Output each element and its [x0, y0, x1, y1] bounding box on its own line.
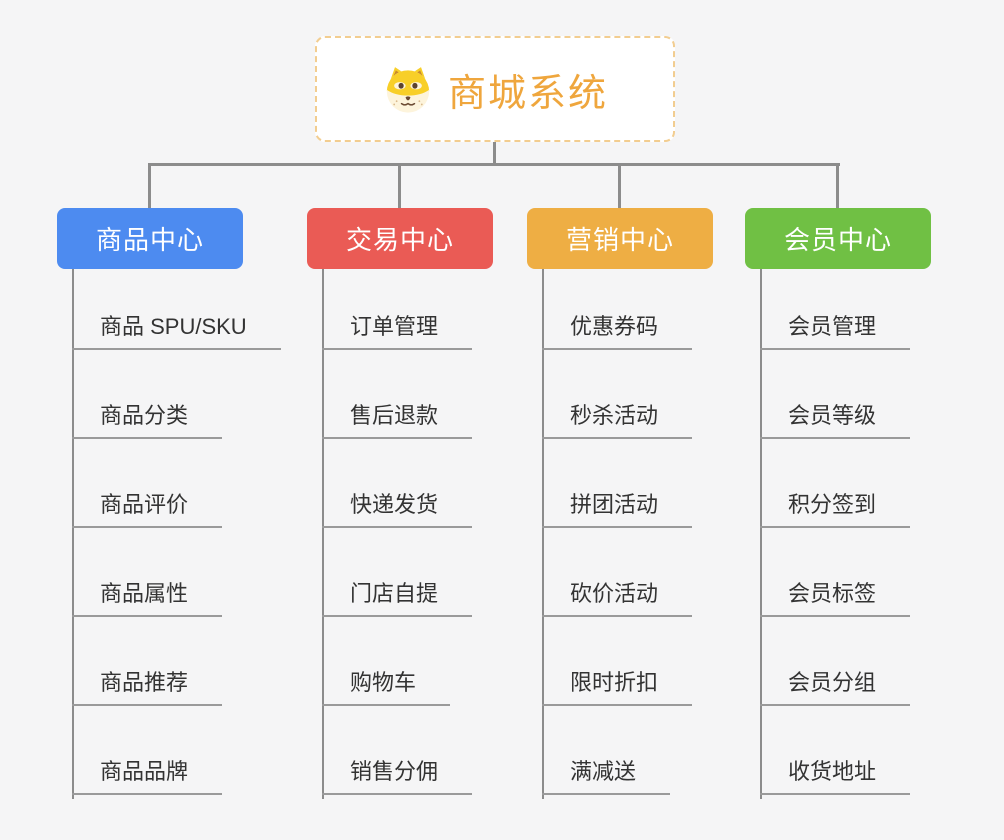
leaf-node[interactable]: 销售分佣	[322, 757, 473, 795]
branch-product-center: 商品中心 商品 SPU/SKU 商品分类 商品评价 商品属性 商品推荐 商品品牌	[57, 208, 337, 818]
branch-header-product-center[interactable]: 商品中心	[57, 208, 243, 269]
leaf-node[interactable]: 售后退款	[322, 401, 473, 439]
leaf-node[interactable]: 优惠券码	[542, 312, 693, 350]
connector-drop-member	[836, 164, 839, 208]
doge-icon	[386, 67, 430, 113]
connector-drop-marketing	[618, 164, 621, 208]
leaf-node[interactable]: 拼团活动	[542, 490, 693, 528]
branch-trunk-line	[542, 269, 544, 799]
leaf-node[interactable]: 限时折扣	[542, 668, 693, 706]
branch-header-marketing-center[interactable]: 营销中心	[527, 208, 713, 269]
leaf-node[interactable]: 快递发货	[322, 490, 473, 528]
branch-trunk-line	[322, 269, 324, 799]
leaf-node[interactable]: 商品品牌	[72, 757, 223, 795]
leaf-node[interactable]: 购物车	[322, 668, 451, 706]
leaf-node[interactable]: 会员管理	[760, 312, 911, 350]
root-title: 商城系统	[447, 72, 608, 115]
leaf-node[interactable]: 商品推荐	[72, 668, 223, 706]
leaf-node[interactable]: 满减送	[542, 757, 671, 795]
leaf-node[interactable]: 收货地址	[760, 757, 911, 795]
branch-trunk-line	[760, 269, 762, 799]
connector-root-stem	[493, 142, 496, 164]
connector-bus	[148, 163, 840, 166]
leaf-node[interactable]: 商品评价	[72, 490, 223, 528]
leaf-node[interactable]: 会员标签	[760, 579, 911, 617]
leaf-node[interactable]: 门店自提	[322, 579, 473, 617]
leaf-node[interactable]: 会员等级	[760, 401, 911, 439]
leaf-node[interactable]: 商品属性	[72, 579, 223, 617]
connector-drop-trade	[398, 164, 401, 208]
connector-drop-product	[148, 164, 151, 208]
branch-marketing-center: 营销中心 优惠券码 秒杀活动 拼团活动 砍价活动 限时折扣 满减送	[527, 208, 807, 818]
branch-header-member-center[interactable]: 会员中心	[745, 208, 931, 269]
leaf-node[interactable]: 秒杀活动	[542, 401, 693, 439]
leaf-node[interactable]: 会员分组	[760, 668, 911, 706]
branch-trade-center: 交易中心 订单管理 售后退款 快递发货 门店自提 购物车 销售分佣	[307, 208, 587, 818]
leaf-node[interactable]: 积分签到	[760, 490, 911, 528]
leaf-node[interactable]: 商品分类	[72, 401, 223, 439]
leaf-node[interactable]: 商品 SPU/SKU	[72, 312, 281, 350]
root-node[interactable]: 商城系统	[315, 36, 675, 142]
branch-member-center: 会员中心 会员管理 会员等级 积分签到 会员标签 会员分组 收货地址	[745, 208, 1004, 818]
leaf-node[interactable]: 砍价活动	[542, 579, 693, 617]
branch-header-trade-center[interactable]: 交易中心	[307, 208, 493, 269]
branch-trunk-line	[72, 269, 74, 799]
leaf-node[interactable]: 订单管理	[322, 312, 473, 350]
